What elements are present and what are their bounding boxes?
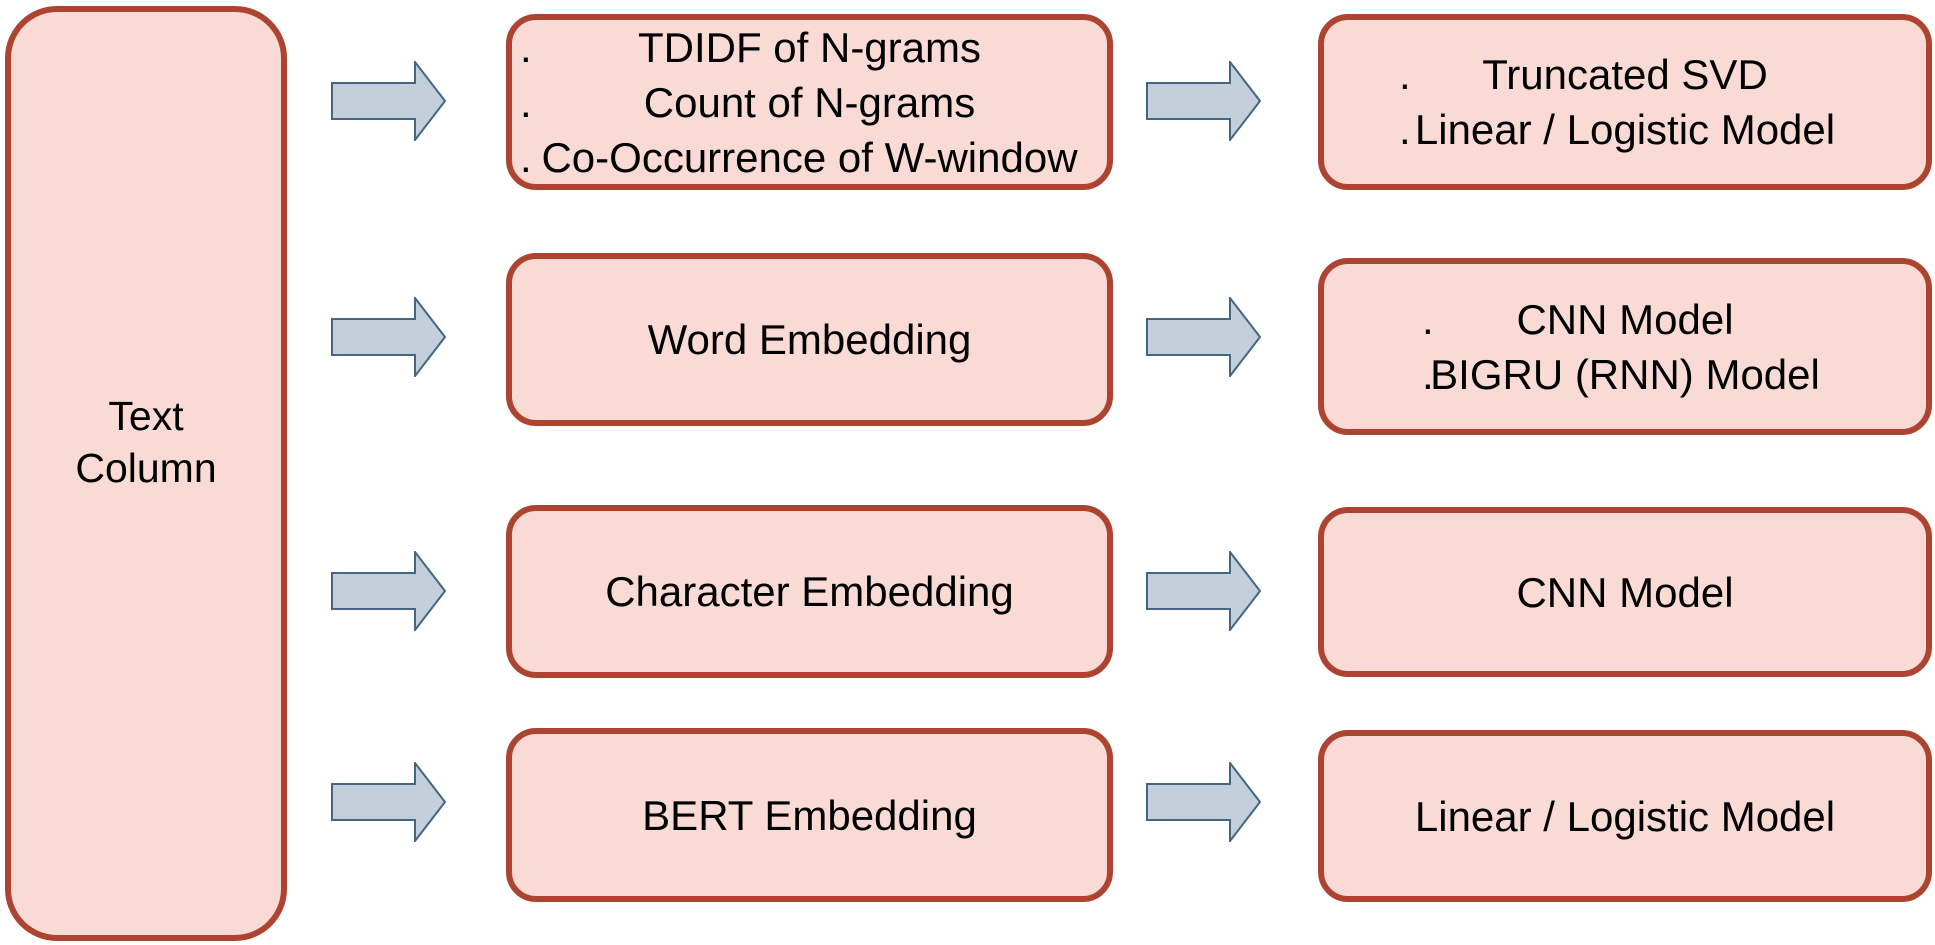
text-column-box: Text Column <box>5 6 287 941</box>
right-arrow-icon <box>331 297 446 377</box>
bullet-dot: . <box>1399 106 1411 153</box>
bullet-dot: . <box>1422 350 1434 398</box>
feature-box-ngrams: . TDIDF of N-grams . Count of N-grams . … <box>506 14 1113 190</box>
model-line: CNN Model <box>1324 565 1926 620</box>
feature-line-text: BERT Embedding <box>642 791 977 839</box>
model-line-text: Truncated SVD <box>1482 51 1768 98</box>
bullet-dot: . <box>1422 295 1434 343</box>
model-line: . Linear / Logistic Model <box>1324 102 1926 157</box>
right-arrow-shape <box>1146 551 1261 631</box>
feature-line-text: Word Embedding <box>647 316 972 363</box>
feature-line-text: Count of N-grams <box>643 78 976 126</box>
right-arrow-shape <box>331 551 446 631</box>
feature-box-word-embedding: Word Embedding <box>506 253 1113 426</box>
model-line-text: CNN Model <box>1516 568 1734 616</box>
model-line-text: Linear / Logistic Model <box>1414 792 1836 840</box>
feature-line-text: TDIDF of N-grams <box>637 23 981 71</box>
right-arrow-icon <box>331 61 446 141</box>
text-column-label: Text Column <box>11 390 281 494</box>
right-arrow-icon <box>1146 762 1261 842</box>
bullet-dot: . <box>1399 51 1411 98</box>
model-line: . CNN Model <box>1324 292 1926 347</box>
feature-line-text: Character Embedding <box>605 568 1014 615</box>
feature-line: . TDIDF of N-grams <box>512 20 1107 75</box>
model-line: . Truncated SVD <box>1324 47 1926 102</box>
model-line: Linear / Logistic Model <box>1324 789 1926 844</box>
right-arrow-icon <box>331 551 446 631</box>
right-arrow-shape <box>331 61 446 141</box>
right-arrow-icon <box>331 762 446 842</box>
right-arrow-icon <box>1146 297 1261 377</box>
feature-line: . Co-Occurrence of W-window <box>512 130 1107 185</box>
model-line-text: CNN Model <box>1516 295 1734 343</box>
right-arrow-icon <box>1146 61 1261 141</box>
bullet-dot: . <box>520 133 532 181</box>
feature-line: Word Embedding <box>512 312 1107 367</box>
model-box-cnn: CNN Model <box>1318 507 1932 677</box>
text-column-line-2: Column <box>75 444 217 491</box>
right-arrow-shape <box>331 297 446 377</box>
model-line-text: Linear / Logistic Model <box>1414 106 1836 153</box>
model-box-linear-logistic: Linear / Logistic Model <box>1318 730 1932 902</box>
feature-line: . Count of N-grams <box>512 75 1107 130</box>
right-arrow-shape <box>331 762 446 842</box>
model-box-svd-linear: . Truncated SVD . Linear / Logistic Mode… <box>1318 14 1932 190</box>
bullet-dot: . <box>520 78 532 126</box>
right-arrow-shape <box>1146 762 1261 842</box>
feature-line: BERT Embedding <box>512 788 1107 843</box>
bullet-dot: . <box>520 23 532 71</box>
model-line-text: BIGRU (RNN) Model <box>1430 350 1820 398</box>
model-line: . BIGRU (RNN) Model <box>1324 347 1926 402</box>
feature-box-bert-embedding: BERT Embedding <box>506 728 1113 902</box>
right-arrow-shape <box>1146 297 1261 377</box>
feature-line: Character Embedding <box>512 564 1107 619</box>
feature-box-character-embedding: Character Embedding <box>506 505 1113 678</box>
text-column-line-1: Text <box>108 392 184 439</box>
model-box-cnn-bigru: . CNN Model . BIGRU (RNN) Model <box>1318 258 1932 435</box>
right-arrow-shape <box>1146 61 1261 141</box>
right-arrow-icon <box>1146 551 1261 631</box>
feature-line-text: Co-Occurrence of W-window <box>541 133 1078 181</box>
